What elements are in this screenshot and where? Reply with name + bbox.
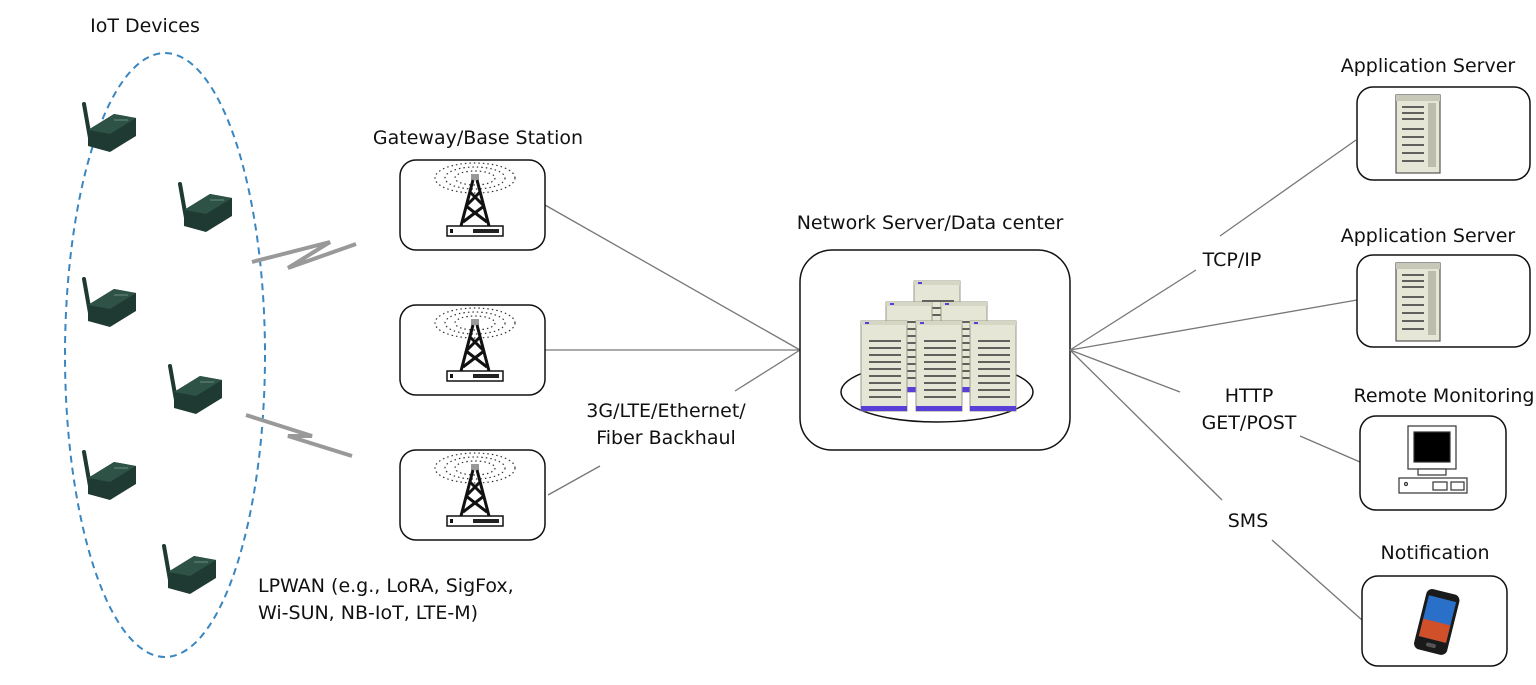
app-server-1-box bbox=[1356, 86, 1531, 181]
iot-sensor-device-icon bbox=[168, 364, 224, 416]
network-server-box bbox=[799, 249, 1071, 451]
gateway-label: Gateway/Base Station bbox=[373, 127, 583, 149]
iot-sensor-device-icon bbox=[82, 102, 138, 154]
http-label-line1: HTTP bbox=[1225, 385, 1274, 407]
remote-monitoring-label: Remote Monitoring bbox=[1354, 385, 1535, 407]
network-server-label: Network Server/Data center bbox=[797, 212, 1064, 234]
notification-label: Notification bbox=[1380, 542, 1489, 564]
tcpip-link bbox=[1219, 139, 1357, 237]
lpwan-label-line2: Wi-SUN, NB-IoT, LTE-M) bbox=[258, 602, 478, 624]
backhaul-label-line2: Fiber Backhaul bbox=[596, 427, 736, 449]
smartphone-icon bbox=[1414, 589, 1460, 655]
http-link bbox=[1299, 435, 1361, 463]
backhaul-link bbox=[544, 204, 801, 351]
sms-link bbox=[1271, 539, 1363, 621]
backhaul-link bbox=[547, 465, 601, 496]
iot-device-group-boundary bbox=[64, 52, 266, 658]
tcpip-label: TCP/IP bbox=[1202, 249, 1262, 271]
app-server-2-box bbox=[1356, 254, 1531, 348]
iot-sensor-device-icon bbox=[82, 450, 138, 502]
gateway-box bbox=[399, 449, 546, 541]
iot-devices-label: IoT Devices bbox=[90, 15, 200, 37]
desktop-computer-icon bbox=[1398, 425, 1468, 494]
backhaul-label-line1: 3G/LTE/Ethernet/ bbox=[586, 400, 746, 422]
server-cluster-icon bbox=[840, 280, 1034, 423]
http-label-line2: GET/POST bbox=[1202, 412, 1297, 434]
notification-box bbox=[1361, 575, 1508, 667]
sms-link bbox=[1069, 349, 1223, 501]
tcpip-link bbox=[1069, 269, 1197, 351]
app-server-link bbox=[1069, 299, 1358, 351]
gateway-box bbox=[399, 159, 546, 251]
lightning-link-icon bbox=[245, 413, 353, 458]
server-tower-icon bbox=[1395, 262, 1441, 342]
gateway-box bbox=[399, 304, 546, 396]
lightning-link-icon bbox=[251, 240, 357, 270]
lpwan-label-line1: LPWAN (e.g., LoRA, SigFox, bbox=[258, 575, 514, 597]
iot-sensor-device-icon bbox=[178, 182, 234, 234]
sms-label: SMS bbox=[1228, 510, 1269, 532]
app-server-2-label: Application Server bbox=[1341, 225, 1516, 247]
server-tower-icon bbox=[1395, 94, 1441, 174]
remote-monitoring-box bbox=[1359, 415, 1507, 511]
backhaul-link bbox=[734, 349, 801, 392]
app-server-1-label: Application Server bbox=[1341, 55, 1516, 77]
iot-sensor-device-icon bbox=[82, 277, 138, 329]
iot-sensor-device-icon bbox=[162, 544, 218, 596]
http-link bbox=[1069, 349, 1181, 393]
